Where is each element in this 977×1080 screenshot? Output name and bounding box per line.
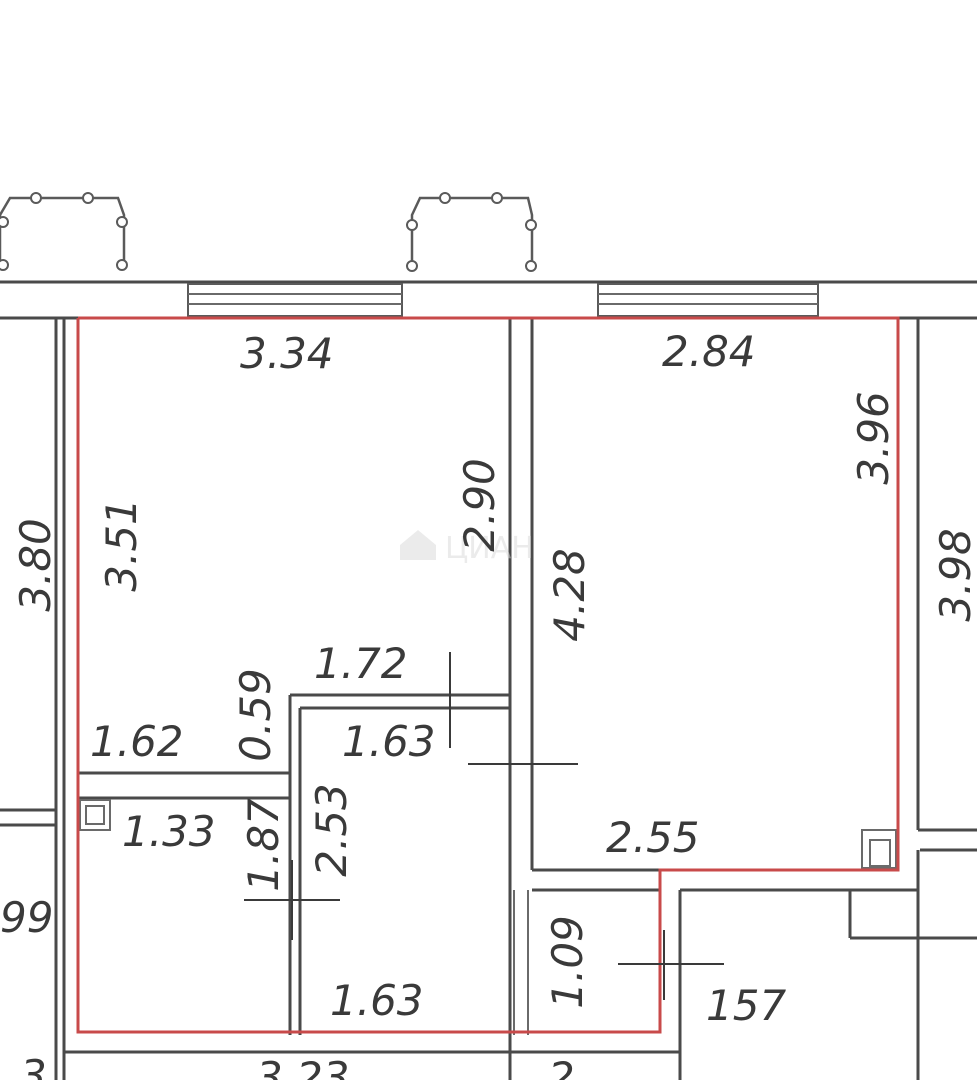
balcony-left <box>0 192 128 271</box>
apartment-outline <box>76 316 900 1034</box>
dim-bath-width-top: 1.63 <box>342 717 436 766</box>
dim-bottom-right-partial: 2 <box>548 1053 575 1080</box>
balcony-right <box>406 192 537 272</box>
dim-room1-height-left: 3.51 <box>97 498 146 592</box>
dim-corridor-width-top: 1.72 <box>314 639 408 688</box>
dim-room1-height-inner: 2.90 <box>455 458 504 552</box>
dim-bottom-left-partial: 3 <box>20 1051 47 1080</box>
dim-wc-width: 1.33 <box>122 807 216 856</box>
dim-bath-width-bottom: 1.63 <box>330 976 424 1025</box>
dim-niche-depth: 0.59 <box>231 668 280 762</box>
window-left <box>187 283 403 317</box>
interior-walls <box>0 318 977 1080</box>
dim-wc-height: 1.87 <box>239 798 288 892</box>
dimension-labels: 3.34 2.84 3.96 3.80 3.51 2.90 4.28 3.98 … <box>0 327 977 1080</box>
dim-hall-width-left: 1.62 <box>90 717 184 766</box>
vent-shaft-right <box>861 829 897 869</box>
dim-right-outer-height: 3.98 <box>931 528 977 622</box>
dim-bottom-mid-partial: 3.23 <box>256 1053 350 1080</box>
dim-room2-width-bottom: 2.55 <box>606 813 700 862</box>
dimension-ticks <box>244 652 724 1000</box>
dim-room2-height-right: 3.96 <box>849 391 898 485</box>
dim-right-lower-width: 157 <box>706 981 786 1030</box>
dim-room2-height-left: 4.28 <box>545 548 594 642</box>
dim-room2-width-top: 2.84 <box>662 327 756 376</box>
dim-door-width: 1.09 <box>543 915 592 1009</box>
window-right <box>597 283 819 317</box>
dim-bath-height: 2.53 <box>307 783 356 877</box>
dim-left-outer-height: 3.80 <box>11 518 60 612</box>
dim-left-lower-height: 99 <box>0 893 53 942</box>
watermark: ЦИАН <box>400 530 534 566</box>
watermark-text: ЦИАН <box>445 531 534 566</box>
dim-room1-width-top: 3.34 <box>240 329 334 378</box>
exterior-top-wall <box>0 280 977 320</box>
vent-shaft-left <box>79 799 111 831</box>
